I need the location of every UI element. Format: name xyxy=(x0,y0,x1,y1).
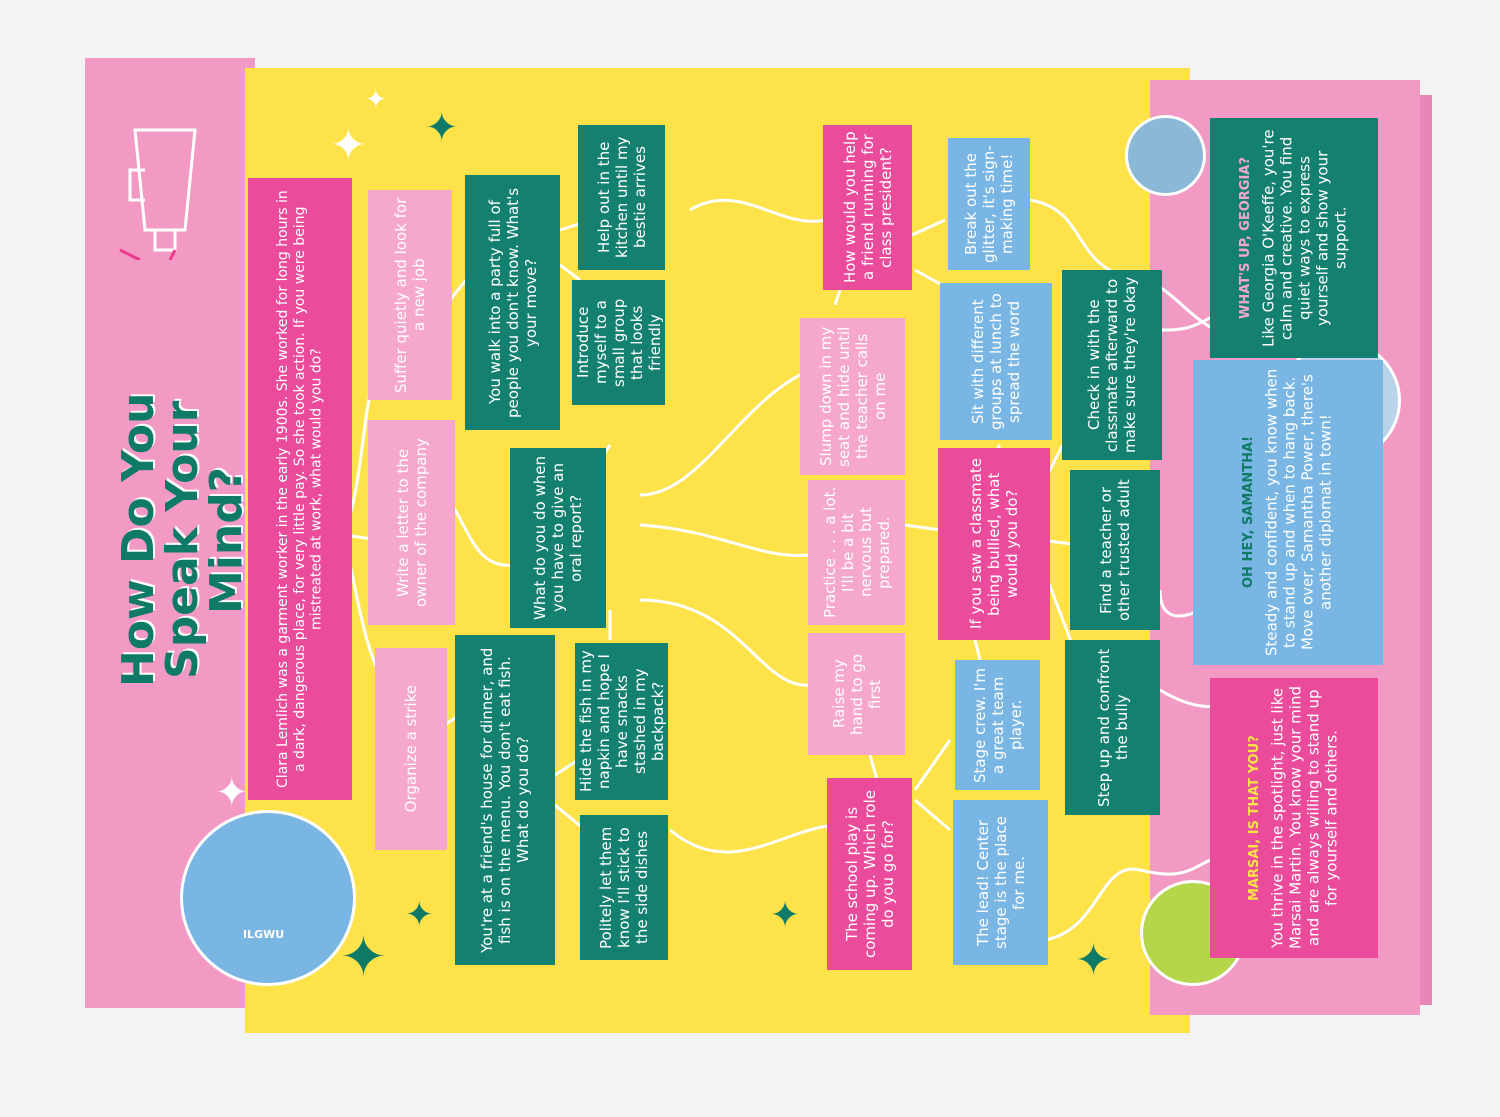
result-samantha-heading: OH HEY, SAMANTHA! xyxy=(1241,436,1257,589)
sparkle-icon: ✦ xyxy=(330,120,367,171)
sparkle-icon: ✦ xyxy=(1075,935,1112,986)
result-georgia-text: Like Georgia O'Keeffe, you're calm and c… xyxy=(1259,129,1350,347)
option-suffer[interactable]: Suffer quietly and look for a new job xyxy=(368,190,452,400)
option-stage-crew[interactable]: Stage crew. I'm a great team player. xyxy=(955,660,1040,790)
question-bullied[interactable]: If you saw a classmate being bullied, wh… xyxy=(938,448,1050,640)
option-practice[interactable]: Practice . . . a lot. I'll be a bit nerv… xyxy=(808,480,905,625)
sparkle-icon: ✦ xyxy=(215,770,249,816)
option-slump[interactable]: Slump down in my seat and hide until the… xyxy=(800,318,905,475)
question-president[interactable]: How would you help a friend running for … xyxy=(823,125,912,290)
intro-box: Clara Lemlich was a garment worker in th… xyxy=(248,178,352,800)
result-marsai-heading: MARSAI, IS THAT YOU? xyxy=(1247,735,1263,901)
sparkle-icon: ✦ xyxy=(405,895,434,935)
option-letter[interactable]: Write a letter to the owner of the compa… xyxy=(368,420,455,625)
option-kitchen[interactable]: Help out in the kitchen until my bestie … xyxy=(578,125,665,270)
page-edge xyxy=(1420,95,1432,1005)
ilgwu-badge: ILGWU xyxy=(243,928,285,941)
result-marsai: MARSAI, IS THAT YOU? You thrive in the sp… xyxy=(1210,678,1378,958)
option-sit-with-groups[interactable]: Sit with different groups at lunch to sp… xyxy=(940,283,1052,440)
option-hide-fish[interactable]: Hide the fish in my napkin and hope I ha… xyxy=(575,643,668,800)
question-school-play[interactable]: The school play is coming up. Which role… xyxy=(827,778,912,970)
sparkle-icon: ✦ xyxy=(340,925,387,990)
question-fish[interactable]: You're at a friend's house for dinner, a… xyxy=(455,635,555,965)
option-raise-hand[interactable]: Raise my hand to go first xyxy=(808,633,905,755)
option-check-in[interactable]: Check in with the classmate afterward to… xyxy=(1062,270,1162,460)
result-samantha-text: Steady and confident, you know when to s… xyxy=(1262,368,1335,657)
option-lead[interactable]: The lead! Center stage is the place for … xyxy=(953,800,1048,965)
option-introduce[interactable]: Introduce myself to a small group that l… xyxy=(572,280,665,405)
option-find-teacher[interactable]: Find a teacher or other trusted adult xyxy=(1070,470,1160,630)
sparkle-icon: ✦ xyxy=(770,895,801,936)
sparkle-icon: ✦ xyxy=(425,105,459,151)
result-samantha: OH HEY, SAMANTHA! Steady and confident, y… xyxy=(1193,360,1383,665)
result-georgia-heading: WHAT'S UP, GEORGIA? xyxy=(1238,157,1254,319)
page-title: How Do You Speak Your Mind? xyxy=(112,392,252,688)
option-strike[interactable]: Organize a strike xyxy=(375,648,447,850)
question-oral-report[interactable]: What do you do when you have to give an … xyxy=(510,448,606,628)
clara-portrait: ILGWU xyxy=(180,810,356,986)
georgia-portrait xyxy=(1125,115,1206,196)
question-party[interactable]: You walk into a party full of people you… xyxy=(465,175,560,430)
result-georgia: WHAT'S UP, GEORGIA? Like Georgia O'Keeffe… xyxy=(1210,118,1378,358)
option-glitter[interactable]: Break out the glitter, it's sign-making … xyxy=(948,138,1030,270)
sparkle-icon: ✦ xyxy=(365,85,387,115)
result-marsai-text: You thrive in the spotlight, just like M… xyxy=(1268,686,1341,950)
option-politely[interactable]: Politely let them know I'll stick to the… xyxy=(580,815,668,960)
megaphone-icon xyxy=(115,110,215,262)
option-confront[interactable]: Step up and confront the bully xyxy=(1065,640,1160,815)
